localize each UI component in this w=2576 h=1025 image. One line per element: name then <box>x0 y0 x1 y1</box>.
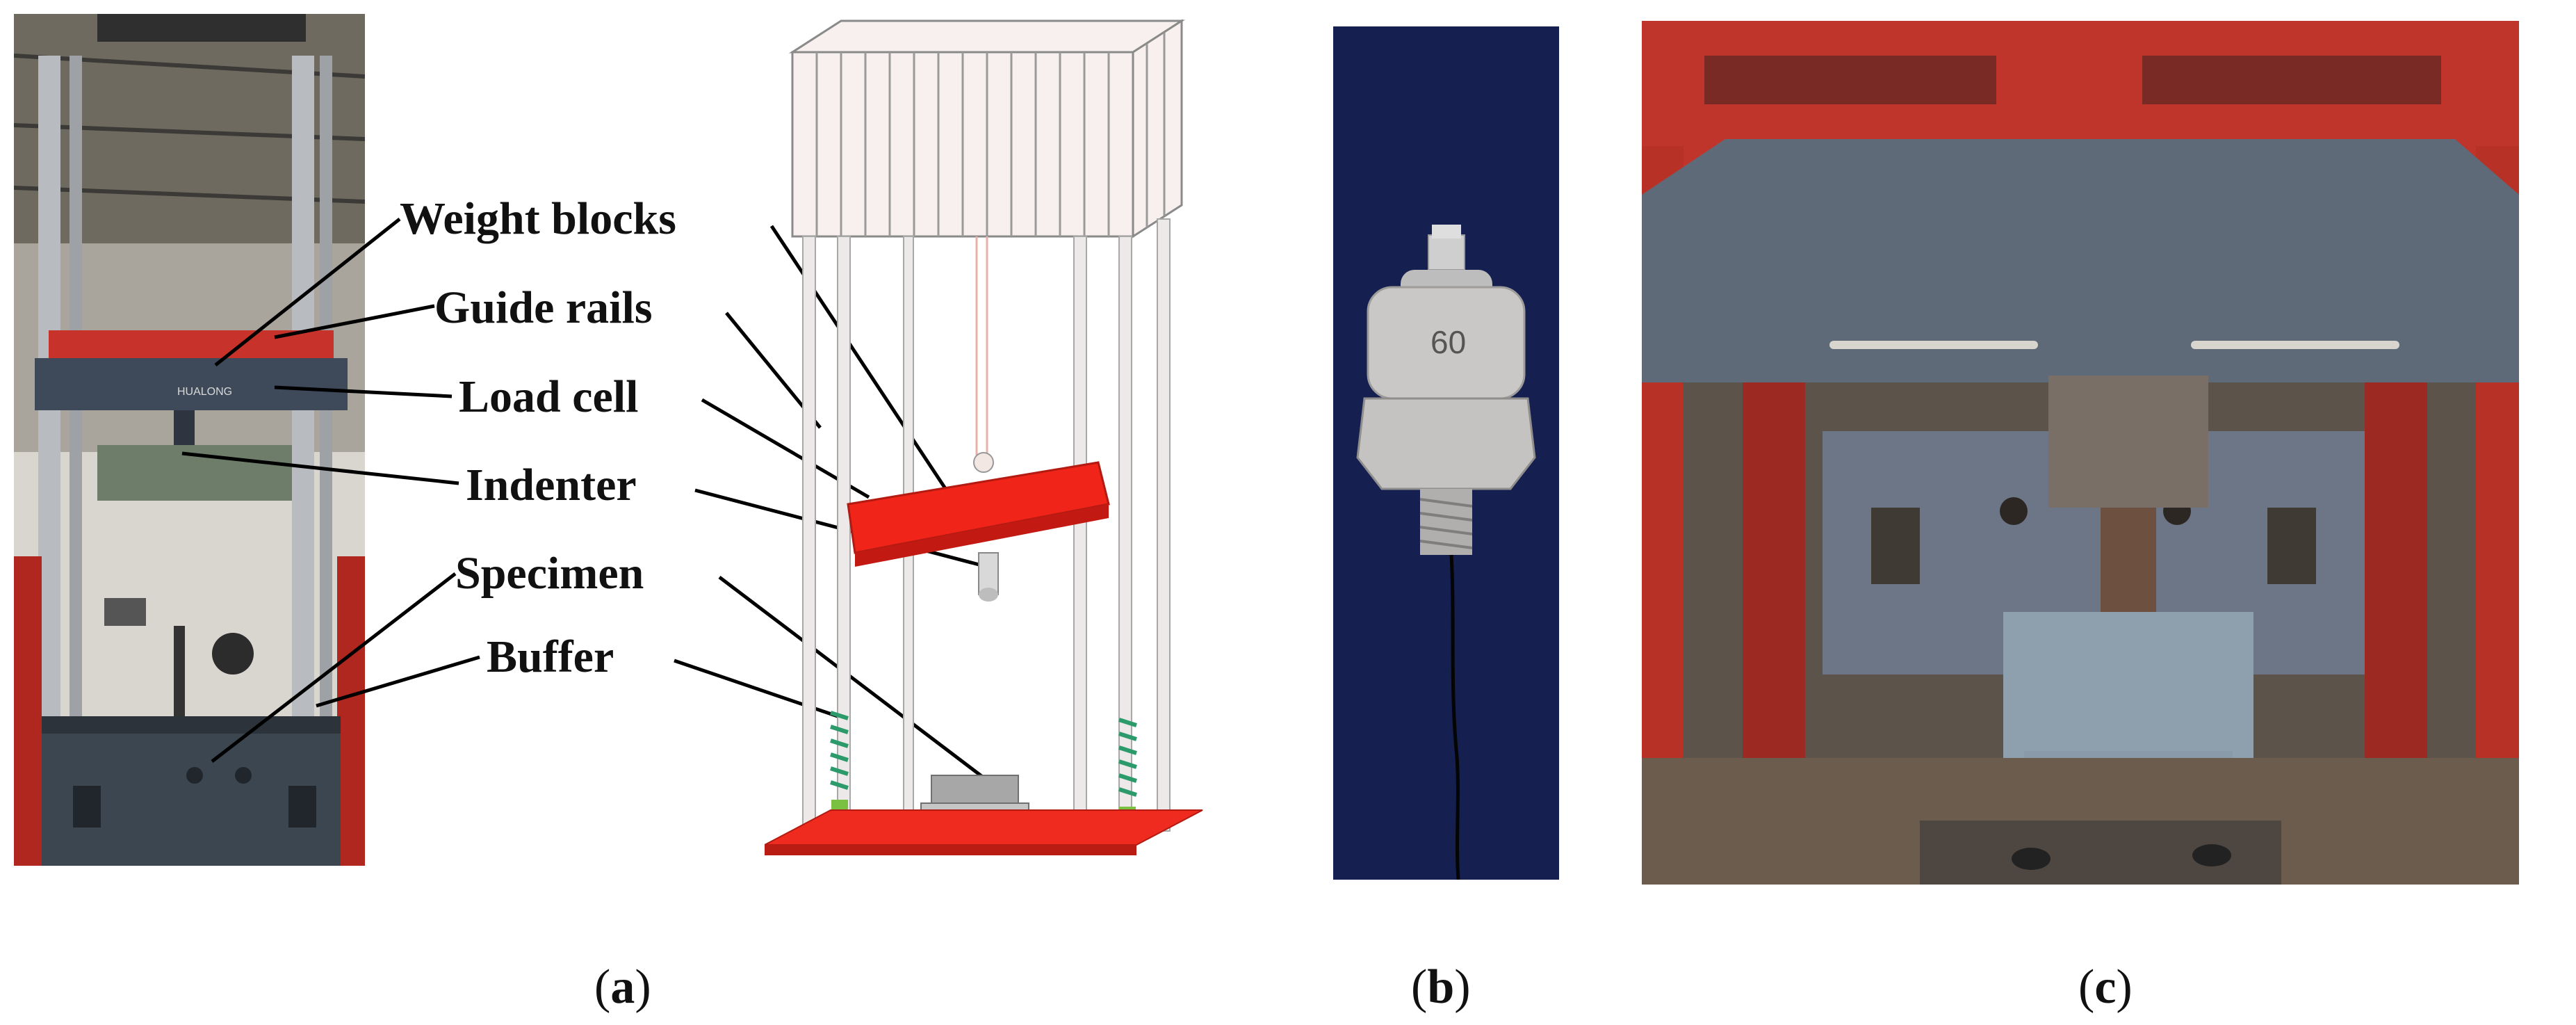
label-guide-rails: Guide rails <box>434 282 653 333</box>
photo-drop-weight-machine: HUALONG <box>14 14 365 866</box>
cad-drop-weight-model <box>765 17 1209 866</box>
sensor-photo-illustration: 60 <box>1333 26 1559 880</box>
caption-b-letter: b <box>1427 960 1455 1014</box>
label-indenter: Indenter <box>466 460 637 510</box>
photo-test-rig <box>1642 21 2519 885</box>
label-buffer: Buffer <box>487 631 614 682</box>
caption-a-letter: a <box>610 960 635 1014</box>
rig-photo-illustration <box>1642 21 2519 885</box>
machine-photo-illustration: HUALONG <box>14 14 365 866</box>
label-specimen: Specimen <box>455 548 644 599</box>
cad-model-illustration <box>765 19 1203 855</box>
photo-accelerometer: 60 <box>1333 26 1559 880</box>
caption-c-letter: c <box>2094 960 2117 1014</box>
label-load-cell: Load cell <box>459 371 639 422</box>
label-weight-blocks: Weight blocks <box>400 193 676 244</box>
caption-a: (a) <box>594 960 651 1014</box>
sensor-engraving: 60 <box>1430 324 1466 360</box>
machine-brand-text: HUALONG <box>177 386 232 398</box>
caption-c: (c) <box>2078 960 2133 1014</box>
caption-b: (b) <box>1411 960 1471 1014</box>
